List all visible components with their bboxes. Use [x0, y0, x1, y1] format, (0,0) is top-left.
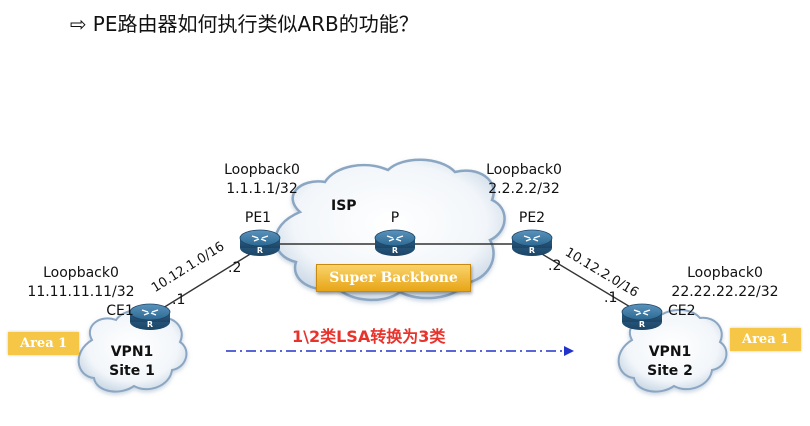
- right-link-pe-end-label: .2: [548, 258, 562, 274]
- p-name-label: P: [390, 210, 400, 226]
- pe2-loopback-label: Loopback0: [486, 162, 562, 178]
- area-label-site1: Area 1: [8, 332, 80, 355]
- isp-label: ISP: [331, 198, 357, 214]
- page-title: ⇨PE路由器如何执行类似ARB的功能？: [70, 8, 419, 37]
- super-backbone-label: Super Backbone: [316, 264, 471, 292]
- pe2-name-label: PE2: [518, 210, 546, 226]
- router-p[interactable]: R: [374, 229, 416, 256]
- pe1-name-label: PE1: [244, 210, 272, 226]
- link-pe2-ce2: [531, 247, 643, 315]
- title-text: PE路由器如何执行类似ARB的功能？: [92, 12, 419, 36]
- svg-text:R: R: [639, 320, 645, 329]
- pe1-ip-label: 1.1.1.1/32: [226, 181, 298, 197]
- ce1-loopback-label: Loopback0: [43, 265, 119, 281]
- lsa-conversion-label: 1\2类LSA转换为3类: [292, 327, 446, 346]
- left-link-pe-end-label: .2: [228, 260, 242, 276]
- router-pe2[interactable]: R: [511, 229, 553, 256]
- ce1-name-label: CE1: [106, 303, 134, 319]
- pe1-loopback-label: Loopback0: [224, 162, 300, 178]
- site2-name-label: Site 2: [647, 363, 693, 379]
- svg-text:R: R: [392, 246, 398, 255]
- site1-name-label: Site 1: [109, 363, 155, 379]
- ce2-name-label: CE2: [668, 303, 696, 319]
- link-ce1-pe1: [149, 247, 261, 317]
- right-link-ce-end-label: .1: [604, 290, 618, 306]
- svg-text:R: R: [147, 320, 153, 329]
- area-label-site2: Area 1: [730, 328, 802, 351]
- router-pe1[interactable]: R: [239, 229, 281, 256]
- router-ce1[interactable]: R: [129, 303, 171, 330]
- ce2-loopback-label: Loopback0: [687, 265, 763, 281]
- svg-text:R: R: [257, 246, 263, 255]
- left-link-ce-end-label: .1: [172, 292, 186, 308]
- site1-vpn-label: VPN1: [110, 344, 154, 360]
- router-ce2[interactable]: R: [621, 303, 663, 330]
- svg-text:R: R: [529, 246, 535, 255]
- site1-cloud: [77, 309, 188, 393]
- ce1-ip-label: 11.11.11.11/32: [27, 284, 135, 300]
- lsa-direction-arrow: [226, 346, 574, 356]
- site2-vpn-label: VPN1: [648, 344, 692, 360]
- arrow-outline-icon: ⇨: [70, 12, 87, 36]
- pe2-ip-label: 2.2.2.2/32: [488, 181, 560, 197]
- ce2-ip-label: 22.22.22.22/32: [671, 284, 779, 300]
